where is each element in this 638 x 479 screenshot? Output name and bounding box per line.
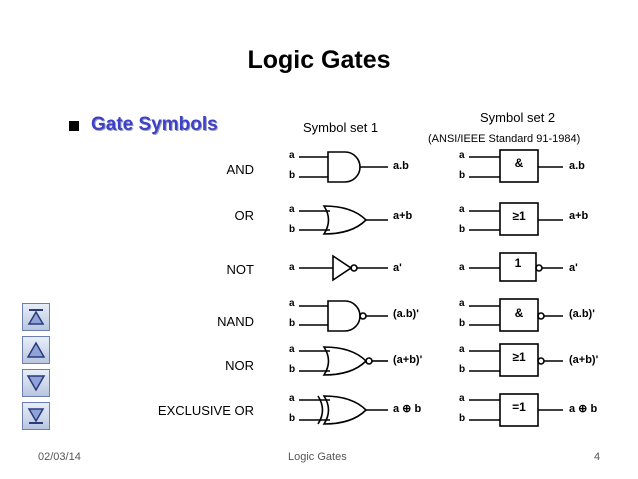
nand-input-b: b (289, 318, 296, 329)
ieee-and-symbol (469, 149, 563, 183)
previous-slide-button[interactable] (22, 336, 50, 364)
slide-subtitle: Gate Symbols (91, 114, 218, 135)
or-output: a+b (393, 210, 413, 222)
not-gate-symbol (299, 254, 388, 282)
xor-output: a ⊕ b (393, 403, 422, 415)
gate-name-xor: EXCLUSIVE OR (157, 403, 254, 418)
gate-name-and: AND (226, 162, 254, 177)
next-slide-icon (26, 375, 46, 392)
ieee-xor-input-a: a (459, 393, 465, 404)
first-slide-icon (27, 309, 45, 325)
nor-input-a: a (289, 344, 295, 355)
nor-gate-symbol (299, 346, 388, 376)
ieee-nand-box-label: & (514, 306, 524, 320)
and-input-a: a (289, 150, 295, 161)
ieee-or-input-a: a (459, 204, 465, 215)
and-output: a.b (393, 160, 409, 172)
xor-gate-symbol (299, 395, 388, 425)
and-input-b: b (289, 170, 296, 181)
ieee-nor-input-a: a (459, 344, 465, 355)
ieee-not-symbol (469, 252, 563, 282)
ieee-not-output: a' (569, 262, 578, 274)
symbol-set-2-heading: Symbol set 2 (480, 110, 556, 125)
ieee-and-input-b: b (459, 170, 466, 181)
or-input-b: b (289, 224, 296, 235)
ieee-nand-symbol (469, 298, 563, 332)
ieee-or-symbol (469, 202, 563, 236)
nor-output: (a+b)' (393, 354, 423, 366)
nand-output: (a.b)' (393, 308, 419, 320)
gate-name-nand: NAND (217, 314, 254, 329)
footer-page-number: 4 (594, 451, 601, 463)
ieee-nor-box-label: ≥1 (512, 350, 526, 364)
nand-gate-symbol (299, 300, 388, 332)
symbol-set-1-heading: Symbol set 1 (303, 120, 379, 135)
not-output: a' (393, 262, 402, 274)
ieee-or-output: a+b (569, 210, 589, 222)
ieee-not-box-label: 1 (514, 256, 522, 270)
gate-name-or: OR (234, 208, 255, 223)
ieee-nand-input-a: a (459, 298, 465, 309)
ieee-xor-symbol (469, 393, 563, 427)
ieee-and-output: a.b (569, 160, 585, 172)
ieee-and-box-label: & (514, 156, 524, 170)
last-slide-button[interactable] (22, 402, 50, 430)
or-gate-symbol (299, 205, 388, 235)
or-input-a: a (289, 204, 295, 215)
ieee-and-input-a: a (459, 150, 465, 161)
footer-date: 02/03/14 (38, 451, 81, 463)
bullet-square-icon (69, 121, 79, 131)
slide-title: Logic Gates (247, 46, 391, 74)
ieee-or-box-label: ≥1 (512, 209, 526, 223)
nor-input-b: b (289, 364, 296, 375)
last-slide-icon (27, 408, 45, 424)
previous-slide-icon (26, 341, 46, 358)
not-input-a: a (289, 262, 295, 273)
ieee-xor-output: a ⊕ b (569, 403, 598, 415)
gate-name-nor: NOR (225, 358, 254, 373)
first-slide-button[interactable] (22, 303, 50, 331)
ieee-xor-input-b: b (459, 413, 466, 424)
and-gate-symbol (299, 151, 388, 183)
ieee-nand-input-b: b (459, 318, 466, 329)
ieee-nor-output: (a+b)' (569, 354, 599, 366)
ieee-nor-symbol (469, 343, 563, 377)
ieee-nor-input-b: b (459, 364, 466, 375)
ieee-xor-box-label: =1 (512, 400, 526, 414)
gate-name-not: NOT (226, 262, 254, 277)
footer-title: Logic Gates (288, 451, 347, 463)
xor-input-a: a (289, 393, 295, 404)
ieee-or-input-b: b (459, 224, 466, 235)
ieee-nand-output: (a.b)' (569, 308, 595, 320)
xor-input-b: b (289, 413, 296, 424)
symbol-set-2-note: (ANSI/IEEE Standard 91-1984) (428, 133, 581, 145)
nand-input-a: a (289, 298, 295, 309)
ieee-not-input-a: a (459, 262, 465, 273)
next-slide-button[interactable] (22, 369, 50, 397)
